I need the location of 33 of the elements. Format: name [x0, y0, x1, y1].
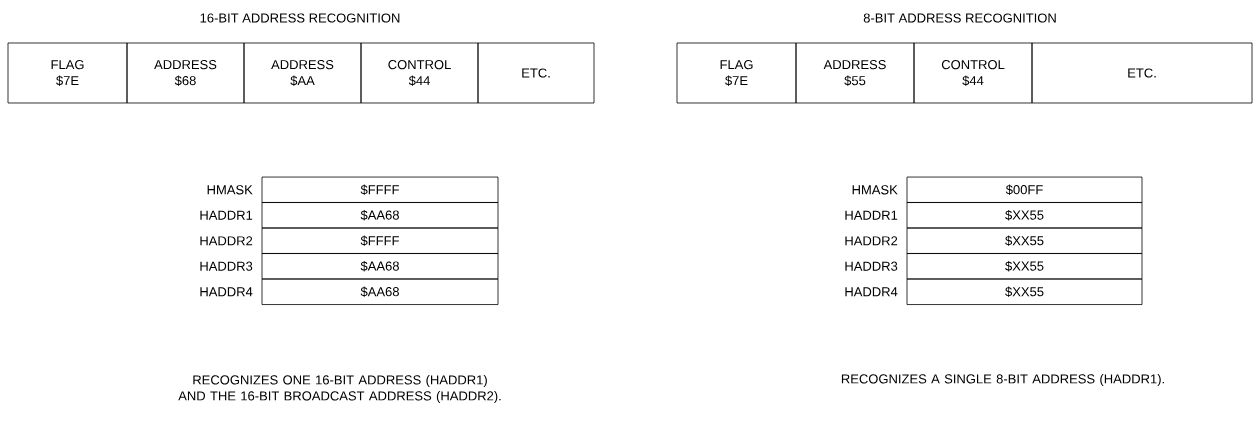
caption: RECOGNIZES ONE 16-BIT ADDRESS (HADDR1) AND THE 16-BIT BROADCAST ADDRESS (HADDR2).	[178, 374, 501, 404]
register-label: HADDR2	[200, 236, 253, 246]
frame-field-cell: ADDRESS $AA	[243, 42, 362, 104]
register-label: HADDR1	[845, 210, 898, 220]
register-cell: $FFFF	[261, 176, 499, 203]
register-cell: $XX55	[906, 202, 1143, 229]
frame-field-cell: ETC.	[1031, 42, 1253, 104]
register-cell: $FFFF	[261, 227, 499, 254]
heading: 16-BIT ADDRESS RECOGNITION	[200, 13, 400, 23]
caption: RECOGNIZES A SINGLE 8-BIT ADDRESS (HADDR1).	[841, 373, 1164, 387]
frame-field-cell: CONTROL $44	[360, 42, 479, 104]
register-cell: $AA68	[261, 202, 499, 229]
heading: 8-BIT ADDRESS RECOGNITION	[863, 13, 1056, 23]
frame-field-cell: FLAG $7E	[676, 42, 797, 104]
register-label: HADDR3	[845, 261, 898, 271]
register-cell: $AA68	[261, 253, 499, 280]
register-label: HMASK	[207, 185, 253, 195]
register-cell: $AA68	[261, 278, 499, 305]
frame-field-cell: ADDRESS $55	[795, 42, 915, 104]
register-label: HMASK	[852, 185, 898, 195]
frame-field-cell: ADDRESS $68	[126, 42, 245, 104]
register-cell: $00FF	[906, 176, 1143, 203]
register-label: HADDR4	[845, 287, 898, 297]
frame-field-cell: ETC.	[477, 42, 595, 104]
frame-field-cell: FLAG $7E	[7, 42, 128, 104]
register-label: HADDR2	[845, 236, 898, 246]
register-cell: $XX55	[906, 227, 1143, 254]
register-cell: $XX55	[906, 253, 1143, 280]
register-label: HADDR1	[200, 210, 253, 220]
register-label: HADDR3	[200, 261, 253, 271]
register-label: HADDR4	[200, 287, 253, 297]
register-cell: $XX55	[906, 278, 1143, 305]
frame-field-cell: CONTROL $44	[913, 42, 1033, 104]
